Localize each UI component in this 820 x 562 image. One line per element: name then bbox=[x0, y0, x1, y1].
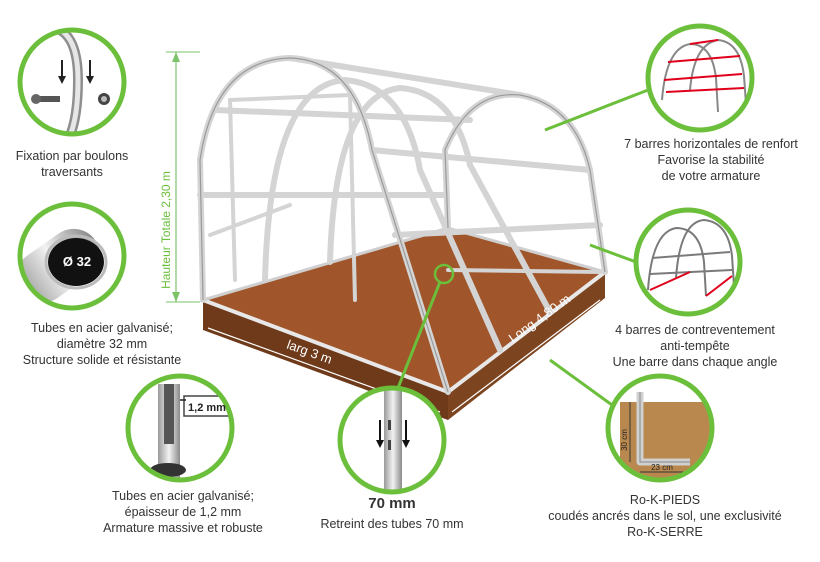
bolt-fixation-icon bbox=[17, 27, 127, 137]
caption-retreint-title: 70 mm bbox=[368, 495, 416, 512]
tube-thickness-icon: 1,2 mm bbox=[125, 373, 235, 483]
frame-red-bars-icon bbox=[645, 23, 755, 133]
tube-sleeve-icon bbox=[337, 385, 447, 495]
anchor-dim-horizontal: 23 cm bbox=[651, 463, 673, 472]
caption-contreventement: 4 barres de contreventement anti-tempête… bbox=[612, 323, 778, 369]
thickness-badge: 1,2 mm bbox=[188, 402, 226, 414]
caption-fixation: Fixation par boulons traversants bbox=[15, 149, 129, 179]
leader-lines bbox=[396, 88, 649, 407]
caption-tubes-diameter: Tubes en acier galvanisé; diamètre 32 mm… bbox=[22, 321, 182, 367]
diameter-badge: Ø 32 bbox=[63, 254, 91, 269]
anchor-dim-vertical: 30 cm bbox=[620, 429, 629, 451]
caption-thickness: Tubes en acier galvanisé; épaisseur de 1… bbox=[103, 489, 263, 535]
sleeve-highlight bbox=[433, 263, 455, 285]
caption-pieds: Ro-K-PIEDS coudés ancrés dans le sol, un… bbox=[548, 493, 782, 539]
frame-outline bbox=[199, 57, 606, 393]
caption-retreint: Retreint des tubes 70 mm bbox=[320, 517, 464, 531]
caption-barres-horizontales: 7 barres horizontales de renfort Favoris… bbox=[624, 137, 798, 183]
tube-section-icon: Ø 32 bbox=[17, 201, 127, 311]
ground-anchor-icon: 30 cm 23 cm bbox=[605, 373, 715, 483]
height-label: Hauteur Totale 2,30 m bbox=[159, 171, 173, 289]
frame-bracing-icon bbox=[633, 207, 743, 317]
height-dimension: Hauteur Totale 2,30 m bbox=[159, 51, 200, 303]
